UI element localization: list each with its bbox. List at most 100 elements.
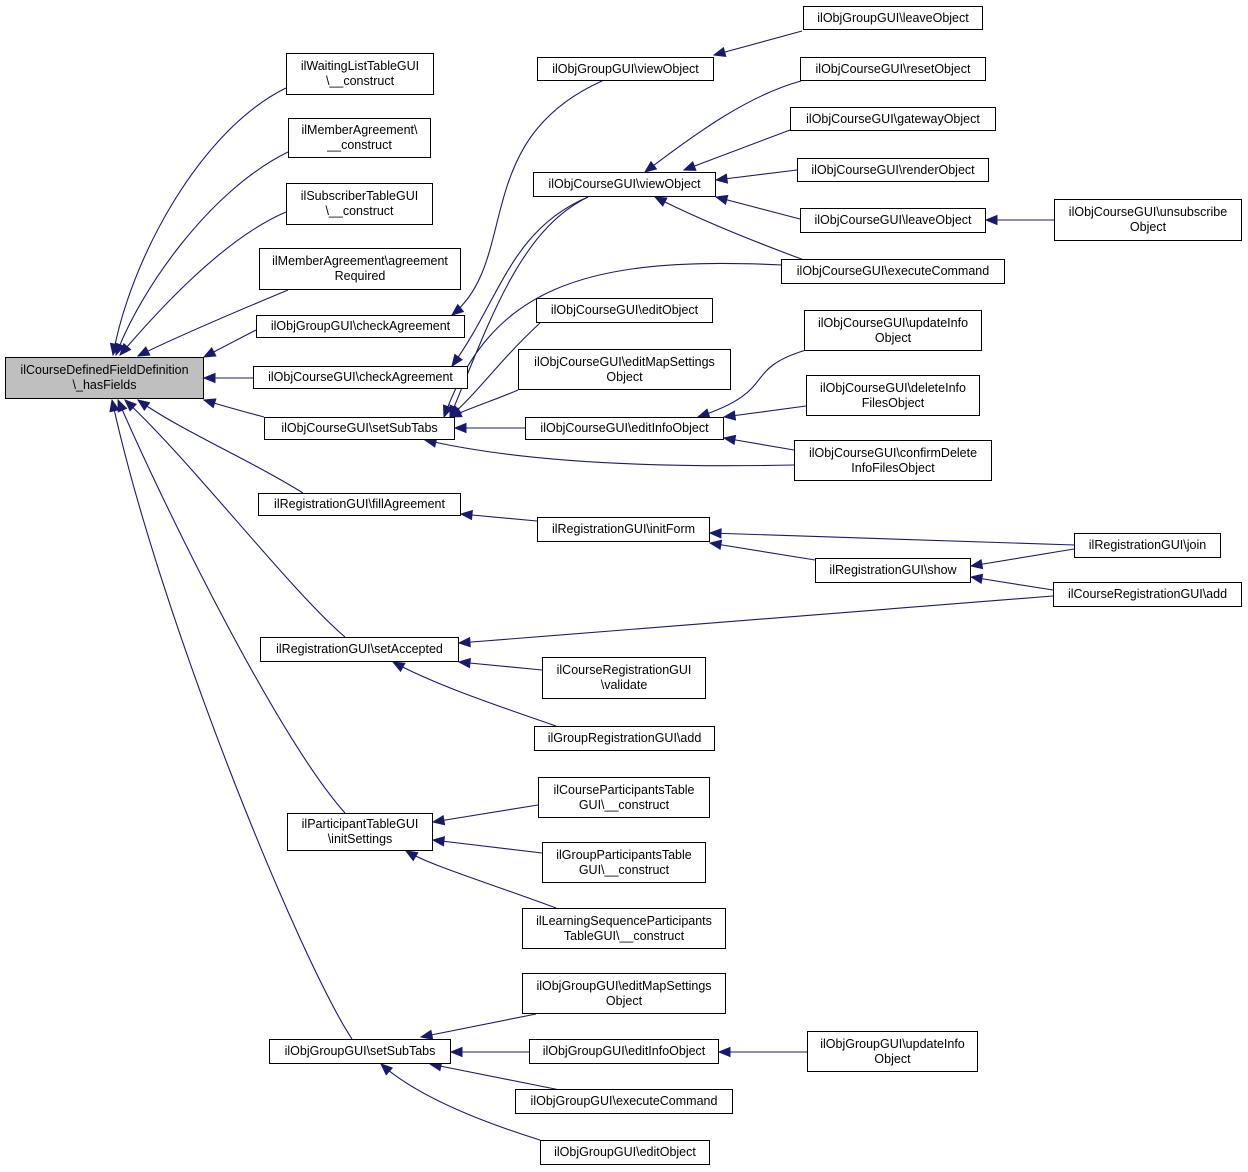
node-group-view-object[interactable]: ilObjGroupGUI\viewObject — [537, 57, 714, 81]
node-participant-init[interactable]: ilParticipantTableGUI \initSettings — [287, 813, 433, 851]
edge-0 — [112, 87, 287, 356]
node-course-update-info[interactable]: ilObjCourseGUI\updateInfo Object — [804, 310, 982, 351]
edge-34-arrowhead — [457, 636, 471, 648]
node-group-reg-add[interactable]: ilGroupRegistrationGUI\add — [534, 726, 715, 751]
node-course-view-object[interactable]: ilObjCourseGUI\viewObject — [533, 172, 716, 197]
node-group-participants[interactable]: ilGroupParticipantsTable GUI\__construct — [542, 842, 706, 883]
node-waiting[interactable]: ilWaitingListTableGUI \__construct — [286, 53, 434, 95]
node-reg-init-form[interactable]: ilRegistrationGUI\initForm — [537, 517, 710, 542]
node-reg-show[interactable]: ilRegistrationGUI\show — [815, 558, 971, 583]
edge-36-arrowhead — [391, 661, 406, 673]
node-subscriber-table[interactable]: ilSubscriberTableGUI \__construct — [286, 183, 433, 225]
edge-2 — [119, 211, 287, 356]
edge-15 — [683, 129, 791, 171]
node-course-setsubtabs[interactable]: ilObjCourseGUI\setSubTabs — [264, 417, 455, 440]
edge-17 — [715, 196, 801, 220]
edge-35-arrowhead — [457, 657, 471, 669]
edge-40-arrowhead — [419, 1029, 434, 1040]
edge-32 — [970, 548, 1075, 567]
node-course-leave[interactable]: ilObjCourseGUI\leaveObject — [800, 208, 986, 233]
edge-43-arrowhead — [380, 1063, 394, 1076]
edge-44-arrowhead — [717, 1046, 731, 1058]
edge-12 — [451, 196, 589, 367]
edge-3 — [137, 289, 289, 357]
node-group-update-info[interactable]: ilObjGroupGUI\updateInfo Object — [807, 1031, 978, 1072]
edge-24-arrowhead — [453, 422, 467, 434]
node-course-edit-map[interactable]: ilObjCourseGUI\editMapSettings Object — [518, 349, 731, 390]
node-course-gateway[interactable]: ilObjCourseGUI\gatewayObject — [790, 107, 996, 131]
edge-4-arrowhead — [202, 347, 217, 358]
edge-26 — [697, 349, 807, 418]
edge-10 — [111, 399, 353, 1040]
edge-17-arrowhead — [714, 194, 729, 205]
edge-5-arrowhead — [202, 372, 216, 384]
edge-1-arrowhead — [115, 342, 125, 357]
node-agreement-required[interactable]: ilMemberAgreement\agreement Required — [259, 248, 461, 290]
node-set-accepted[interactable]: ilRegistrationGUI\setAccepted — [260, 637, 459, 662]
edge-7 — [137, 399, 304, 494]
edge-8 — [124, 399, 346, 638]
node-course-check-agreement[interactable]: ilObjCourseGUI\checkAgreement — [253, 366, 468, 389]
node-course-reg-validate[interactable]: ilCourseRegistrationGUI \validate — [542, 657, 706, 699]
edge-27 — [723, 405, 807, 418]
node-reg-join[interactable]: ilRegistrationGUI\join — [1074, 533, 1221, 558]
node-fill-agreement[interactable]: ilRegistrationGUI\fillAgreement — [258, 493, 461, 516]
edge-22 — [449, 322, 541, 418]
node-group-edit-map[interactable]: ilObjGroupGUI\editMapSettings Object — [522, 973, 726, 1014]
node-course-reg-add[interactable]: ilCourseRegistrationGUI\add — [1053, 582, 1242, 607]
node-course-render[interactable]: ilObjCourseGUI\renderObject — [797, 158, 989, 182]
node-course-edit-object[interactable]: ilObjCourseGUI\editObject — [536, 298, 713, 323]
edge-36 — [392, 661, 557, 727]
edge-28 — [723, 437, 795, 451]
edge-32-arrowhead — [969, 558, 984, 570]
edge-23-arrowhead — [448, 407, 463, 418]
node-group-edit-object[interactable]: ilObjGroupGUI\editObject — [540, 1140, 710, 1165]
node-group-edit-info[interactable]: ilObjGroupGUI\editInfoObject — [529, 1039, 719, 1064]
node-course-unsubscribe[interactable]: ilObjCourseGUI\unsubscribe Object — [1054, 199, 1242, 241]
edge-3-arrowhead — [136, 346, 151, 357]
edge-1 — [115, 151, 289, 356]
edge-11 — [451, 80, 603, 316]
edge-40 — [420, 1013, 537, 1038]
node-group-check-agreement[interactable]: ilObjGroupGUI\checkAgreement — [256, 315, 465, 338]
node-course-confirm-delete[interactable]: ilObjCourseGUI\confirmDelete InfoFilesOb… — [794, 440, 992, 481]
edge-31-arrowhead — [708, 539, 723, 551]
edge-38-arrowhead — [431, 836, 446, 847]
edge-29 — [460, 513, 538, 522]
node-course-delete-info[interactable]: ilObjCourseGUI\deleteInfo FilesObject — [806, 375, 980, 416]
edge-41-arrowhead — [449, 1046, 463, 1058]
edge-7-arrowhead — [136, 399, 151, 411]
node-course-execute[interactable]: ilObjCourseGUI\executeCommand — [781, 259, 1005, 284]
node-ls-participants[interactable]: ilLearningSequenceParticipants TableGUI\… — [522, 908, 726, 949]
edge-20 — [443, 262, 783, 418]
edge-33-arrowhead — [969, 573, 984, 584]
edge-33 — [970, 576, 1054, 591]
edge-37 — [432, 804, 539, 823]
edge-30-arrowhead — [708, 528, 722, 539]
edge-39 — [405, 850, 557, 909]
edge-39-arrowhead — [404, 850, 419, 862]
edge-15-arrowhead — [682, 161, 697, 171]
edge-43 — [380, 1063, 541, 1141]
node-group-leave[interactable]: ilObjGroupGUI\leaveObject — [803, 6, 983, 30]
edge-8-arrowhead — [124, 399, 138, 412]
edge-35 — [458, 661, 543, 671]
edge-9-arrowhead — [117, 398, 128, 413]
node-member-agreement-construct[interactable]: ilMemberAgreement\ __construct — [288, 118, 431, 158]
edge-27-arrowhead — [722, 410, 737, 421]
edge-11-arrowhead — [450, 303, 465, 316]
edge-25 — [424, 439, 795, 467]
node-group-execute[interactable]: ilObjGroupGUI\executeCommand — [515, 1089, 733, 1114]
edge-31 — [709, 542, 816, 561]
edge-14-arrowhead — [643, 160, 658, 173]
node-course-participants[interactable]: ilCourseParticipantsTable GUI\__construc… — [538, 777, 710, 818]
edge-30 — [709, 532, 1075, 546]
edge-18 — [654, 196, 805, 261]
edge-13-arrowhead — [712, 46, 727, 58]
edge-16-arrowhead — [714, 173, 729, 184]
node-course-reset[interactable]: ilObjCourseGUI\resetObject — [800, 57, 986, 81]
edge-10-arrowhead — [109, 398, 120, 413]
node-group-setsubtabs[interactable]: ilObjGroupGUI\setSubTabs — [269, 1039, 451, 1064]
node-course-edit-info[interactable]: ilObjCourseGUI\editInfoObject — [525, 417, 724, 440]
